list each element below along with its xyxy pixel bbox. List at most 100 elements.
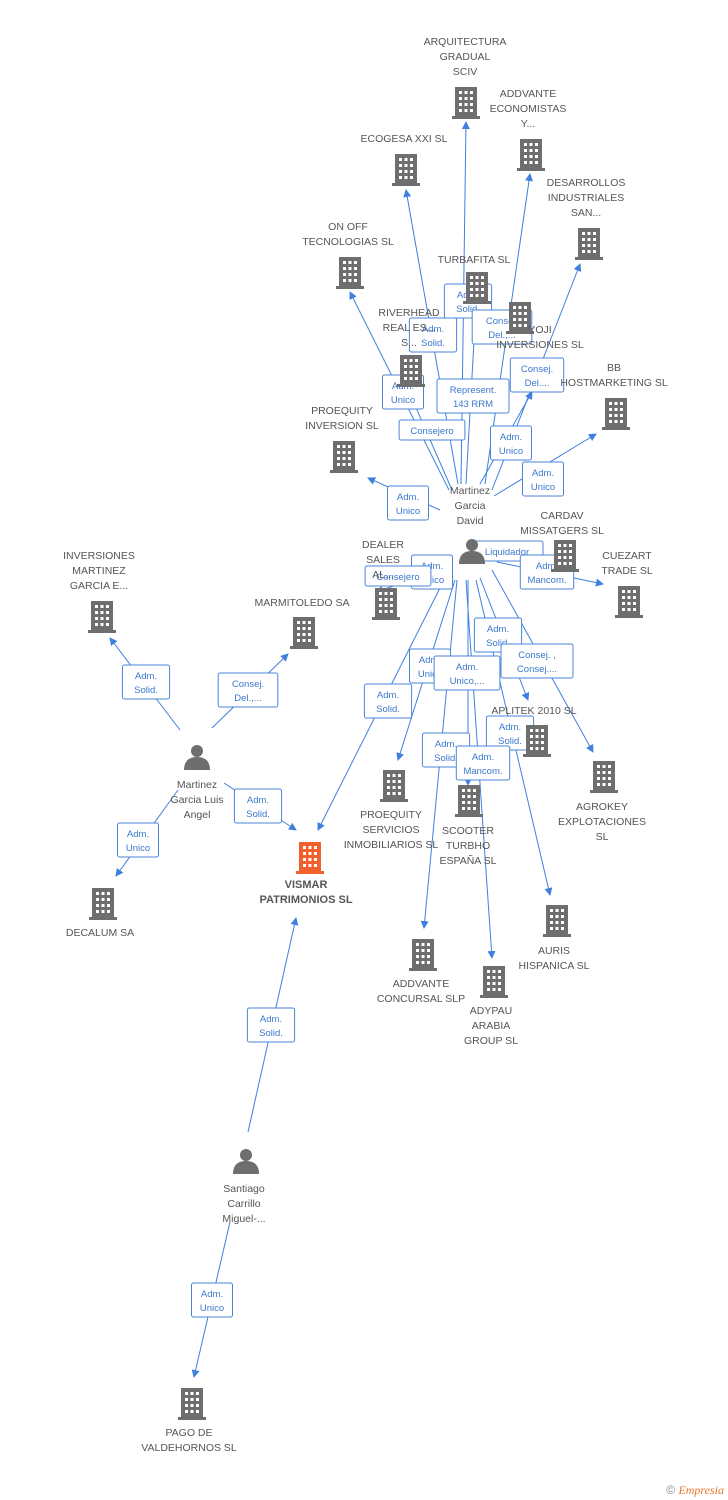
- node-aplitek[interactable]: APLITEK 2010 SL: [491, 705, 577, 757]
- node-label: AL...: [372, 569, 394, 581]
- node-label: INVERSION SL: [305, 420, 379, 432]
- relation-text: Unico: [420, 575, 444, 586]
- relation-text: Adm.: [419, 655, 441, 666]
- relation-text: Consej.: [521, 364, 553, 375]
- building-icon: [88, 601, 116, 633]
- node-label: Miguel-...: [222, 1213, 265, 1225]
- relation-label[interactable]: Adm.Solid.: [363, 683, 413, 719]
- relation-text: Represent.: [450, 385, 496, 396]
- relation-box: [363, 683, 413, 719]
- relation-text: Solid.: [434, 753, 458, 764]
- node-label: HISPANICA SL: [519, 960, 590, 972]
- relation-box: [408, 317, 458, 353]
- node-ecogesa[interactable]: ECOGESA XXI SL: [361, 133, 448, 186]
- relation-text: Adm.: [472, 752, 494, 763]
- building-icon: [602, 398, 630, 430]
- node-label: Garcia: [455, 500, 486, 512]
- relation-label[interactable]: Consej.Del.,...: [217, 672, 279, 708]
- node-decalum[interactable]: DECALUM SA: [66, 888, 134, 939]
- relation-text: Unico: [531, 482, 555, 493]
- building-icon: [89, 888, 117, 920]
- relation-label[interactable]: Adm.Solid.: [246, 1007, 296, 1043]
- building-icon: [480, 966, 508, 998]
- building-icon: [551, 540, 579, 572]
- node-label: APLITEK 2010 SL: [491, 705, 576, 717]
- relation-text: Mancom.: [463, 766, 502, 777]
- relation-text: Adm.: [532, 468, 554, 479]
- relation-label[interactable]: Represent.143 RRM: [436, 378, 510, 414]
- node-turbafita[interactable]: TURBAFITA SL: [438, 254, 511, 304]
- building-icon: [575, 228, 603, 260]
- node-addv_econ[interactable]: ADDVANTEECONOMISTASY...: [490, 88, 567, 171]
- node-label: ADYPAU: [470, 1005, 512, 1017]
- node-label: PROEQUITY: [360, 809, 422, 821]
- node-label: ECONOMISTAS: [490, 103, 567, 115]
- relation-label[interactable]: Consej.Del....: [509, 357, 565, 393]
- building-icon: [615, 586, 643, 618]
- relation-label[interactable]: Adm. Unico: [522, 461, 564, 497]
- relation-text: Unico: [126, 843, 150, 854]
- relation-box: [433, 655, 501, 691]
- node-label: Angel: [184, 809, 211, 821]
- node-label: HOSTMARKETING SL: [560, 377, 668, 389]
- node-label: MISSATGERS SL: [520, 525, 604, 537]
- footer: © Empresia: [666, 1483, 724, 1498]
- relation-text: Adm.: [247, 795, 269, 806]
- relation-text: Adm.: [536, 561, 558, 572]
- relation-label[interactable]: Adm.Solid.: [121, 664, 171, 700]
- relation-label[interactable]: Adm. Mancom.: [455, 745, 511, 781]
- relation-label[interactable]: Adm.Solid.: [233, 788, 283, 824]
- building-icon: [523, 725, 551, 757]
- node-label: GARCIA E...: [70, 580, 128, 592]
- person-icon: [233, 1149, 259, 1174]
- node-santiago[interactable]: SantiagoCarrilloMiguel-...: [222, 1149, 266, 1225]
- relation-label[interactable]: Consej. ,Consej....: [500, 643, 574, 679]
- relation-label[interactable]: Adm.Unico,...: [433, 655, 501, 691]
- node-dealer[interactable]: DEALERSALESAL...: [362, 539, 404, 620]
- building-icon: [392, 154, 420, 186]
- relation-label[interactable]: Adm.Unico: [490, 425, 532, 461]
- node-label: VISMAR: [285, 879, 328, 891]
- node-label: Martinez: [450, 485, 490, 497]
- node-label: MARMITOLEDO SA: [255, 597, 350, 609]
- relation-text: Del.,...: [488, 330, 515, 341]
- relation-text: Consej.: [232, 679, 264, 690]
- relation-label[interactable]: Adm.Unico: [387, 485, 429, 521]
- node-desarrollos[interactable]: DESARROLLOSINDUSTRIALESSAN...: [547, 177, 626, 260]
- node-marmitoledo[interactable]: MARMITOLEDO SA: [255, 597, 350, 649]
- node-label: ARABIA: [472, 1020, 511, 1032]
- node-label: RIVERHEAD: [378, 307, 440, 319]
- relation-label[interactable]: Adm.Solid.: [408, 317, 458, 353]
- building-icon: [590, 761, 618, 793]
- relation-text: Consej. ,: [518, 650, 556, 661]
- relation-label[interactable]: Adm.Unico: [191, 1282, 233, 1318]
- relation-label[interactable]: Consejero: [398, 419, 466, 441]
- relation-label[interactable]: Consejero: [364, 565, 432, 587]
- relation-label[interactable]: Adm.Unico: [117, 822, 159, 858]
- relation-box: [500, 643, 574, 679]
- node-label: S...: [401, 337, 417, 349]
- relation-box: [490, 425, 532, 461]
- building-icon: [296, 842, 324, 874]
- relation-box: [398, 419, 466, 441]
- node-label: MARTINEZ: [72, 565, 126, 577]
